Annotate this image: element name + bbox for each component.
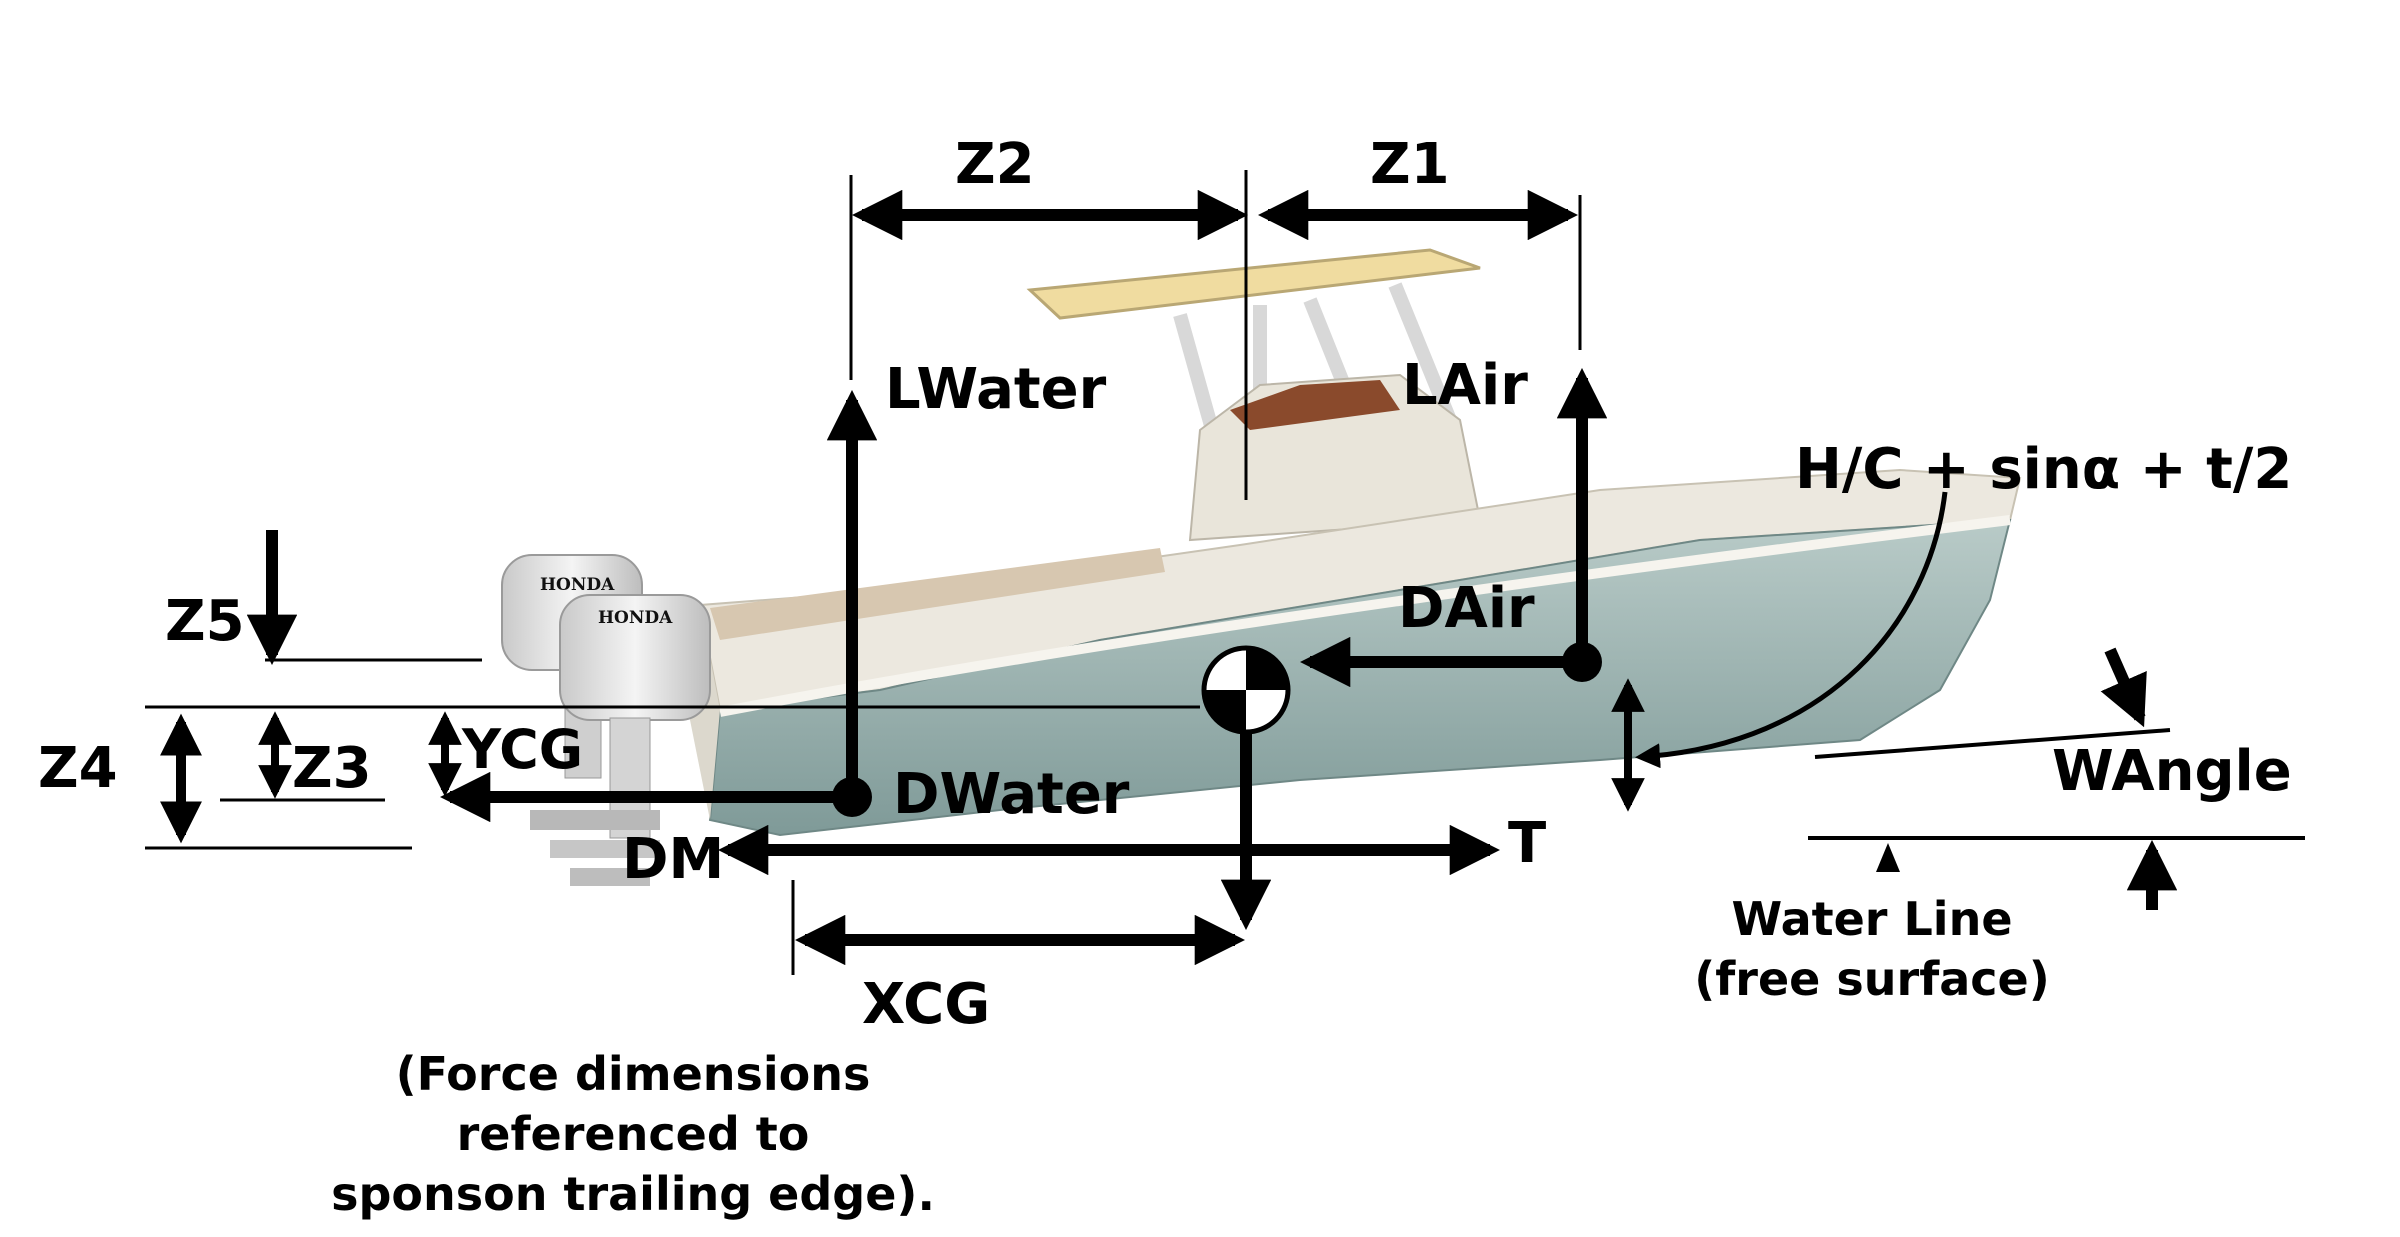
wangle-label: WAngle [2052, 739, 2292, 804]
console-seat [1230, 380, 1400, 430]
boat-illustration: HONDA HONDA [501, 248, 2022, 886]
engine-brand-front: HONDA [598, 608, 673, 628]
z3-label: Z3 [292, 736, 372, 801]
dimension-lines [145, 170, 2305, 975]
wangle-pointer-arrow [2100, 647, 2147, 728]
dair-label: DAir [1398, 576, 1535, 641]
waterline-tick [1876, 843, 1900, 872]
labels: Z2 Z1 LWater LAir DAir DWater DM T XCG Y… [38, 132, 2292, 1221]
hc-leader-arrow [1635, 491, 1948, 769]
lwater-application-point [832, 777, 872, 817]
lair-label: LAir [1402, 353, 1528, 418]
outboard-engine-front: HONDA [530, 594, 711, 886]
engine-brand-rear: HONDA [540, 575, 615, 595]
t-top-canopy [1026, 248, 1481, 320]
lwater-label: LWater [885, 357, 1107, 422]
note-line-2: referenced to [457, 1107, 810, 1161]
note-line-1: (Force dimensions [396, 1047, 871, 1101]
rub-rail [719, 515, 2011, 717]
z1-label: Z1 [1370, 132, 1450, 197]
hc-formula-label: H/C + sinα + t/2 [1795, 437, 2292, 502]
wangle-line [1814, 728, 2171, 759]
free-surface-label: (free surface) [1694, 952, 2050, 1006]
z2-label: Z2 [955, 132, 1035, 197]
lair-application-point [1562, 642, 1602, 682]
ycg-label: YCG [461, 718, 583, 781]
water-line-label: Water Line [1731, 892, 2012, 946]
cockpit-coaming [710, 548, 1165, 640]
t-label: T [1508, 811, 1546, 876]
xcg-label: XCG [862, 972, 990, 1037]
dm-label: DM [622, 827, 724, 892]
z5-label: Z5 [165, 589, 245, 654]
note-line-3: sponson trailing edge). [331, 1167, 935, 1221]
z4-label: Z4 [38, 736, 118, 801]
dwater-label: DWater [893, 762, 1130, 827]
center-of-gravity-symbol [1201, 645, 1291, 735]
